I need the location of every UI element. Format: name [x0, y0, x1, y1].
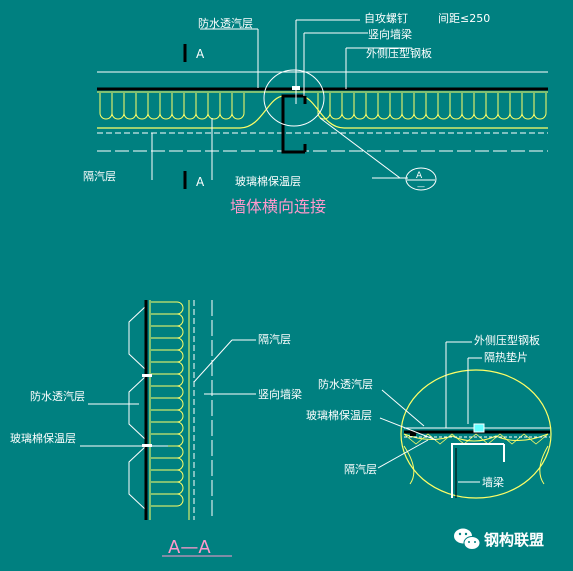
- label-thermal-pad: 隔热垫片: [484, 350, 528, 364]
- label-waterproof-aa: 防水透汽层: [30, 389, 85, 403]
- label-wall-beam-detail: 墙梁: [482, 475, 504, 489]
- top-detail: A — A A 防水透汽层 自攻螺钉 间距≤250 竖向墙梁 外侧压型钢板 隔汽…: [83, 11, 548, 216]
- label-waterproof-detail: 防水透汽层: [318, 377, 373, 391]
- insulation-boundary: [97, 95, 548, 129]
- enlarged-detail: 外侧压型钢板 隔热垫片 防水透汽层 玻璃棉保温层 隔汽层 墙梁: [306, 333, 552, 499]
- label-glass-wool-detail: 玻璃棉保温层: [306, 408, 372, 422]
- label-vapor-barrier-detail: 隔汽层: [344, 462, 377, 476]
- trapezoidal-panel: [128, 300, 147, 518]
- label-spacing: 间距≤250: [438, 12, 490, 25]
- section-mark-label-bottom: A: [196, 175, 205, 189]
- detail-circle: [400, 369, 552, 499]
- label-vertical-beam-aa: 竖向墙梁: [258, 387, 302, 401]
- wechat-icon: [454, 528, 481, 550]
- label-glass-wool-top: 玻璃棉保温层: [235, 174, 301, 188]
- callout-top-text: A: [416, 171, 423, 181]
- top-title: 墙体横向连接: [230, 197, 326, 216]
- label-outer-panel-detail: 外侧压型钢板: [474, 333, 540, 347]
- watermark: 钢构联盟: [454, 528, 544, 550]
- screw-head: [292, 86, 300, 90]
- section-aa-detail: 隔汽层 竖向墙梁 防水透汽层 玻璃棉保温层 A—A: [10, 300, 302, 558]
- section-mark-label-top: A: [196, 47, 205, 61]
- watermark-text: 钢构联盟: [484, 531, 544, 549]
- section-title: A—A: [168, 537, 211, 558]
- label-waterproof-top: 防水透汽层: [198, 16, 253, 30]
- callout-bottom-text: —: [417, 182, 425, 191]
- detail-screw: [473, 423, 485, 433]
- insulation-loops-left: [99, 93, 245, 120]
- detail-ellipse: [263, 69, 325, 127]
- detail-wall-beam: [451, 443, 505, 498]
- insulation-loops-right: [317, 93, 547, 120]
- label-vapor-barrier-top: 隔汽层: [83, 169, 116, 183]
- label-outer-panel-top: 外侧压型钢板: [366, 46, 432, 60]
- label-glass-wool-aa: 玻璃棉保温层: [10, 431, 76, 445]
- insulation-loops-vertical: [151, 301, 184, 507]
- label-vertical-beam-top: 竖向墙梁: [368, 27, 412, 41]
- vertical-beam-section: [281, 94, 305, 154]
- callout-bubble: [405, 167, 437, 191]
- label-vapor-barrier-aa: 隔汽层: [258, 332, 291, 346]
- label-screw: 自攻螺钉: [364, 11, 408, 25]
